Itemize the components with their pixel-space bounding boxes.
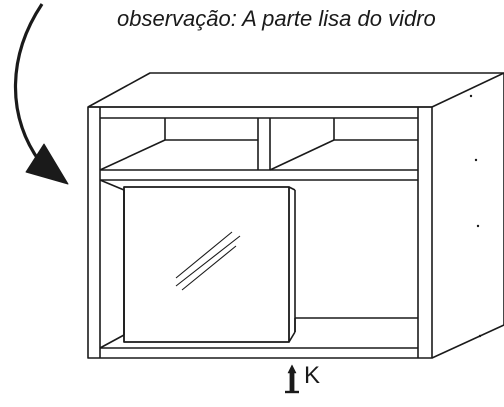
- instruction-note: observação: A parte lisa do vidro: [117, 6, 436, 31]
- screw-icon: [285, 364, 299, 394]
- cabinet-body: [87, 72, 504, 359]
- lower-compartment: [99, 179, 418, 349]
- curved-arrow-icon: [13, 3, 69, 185]
- glass-reflection-icon: [175, 231, 241, 291]
- upper-shelf: [99, 117, 418, 181]
- glass-door: [123, 186, 296, 343]
- screw-label: K: [304, 362, 321, 389]
